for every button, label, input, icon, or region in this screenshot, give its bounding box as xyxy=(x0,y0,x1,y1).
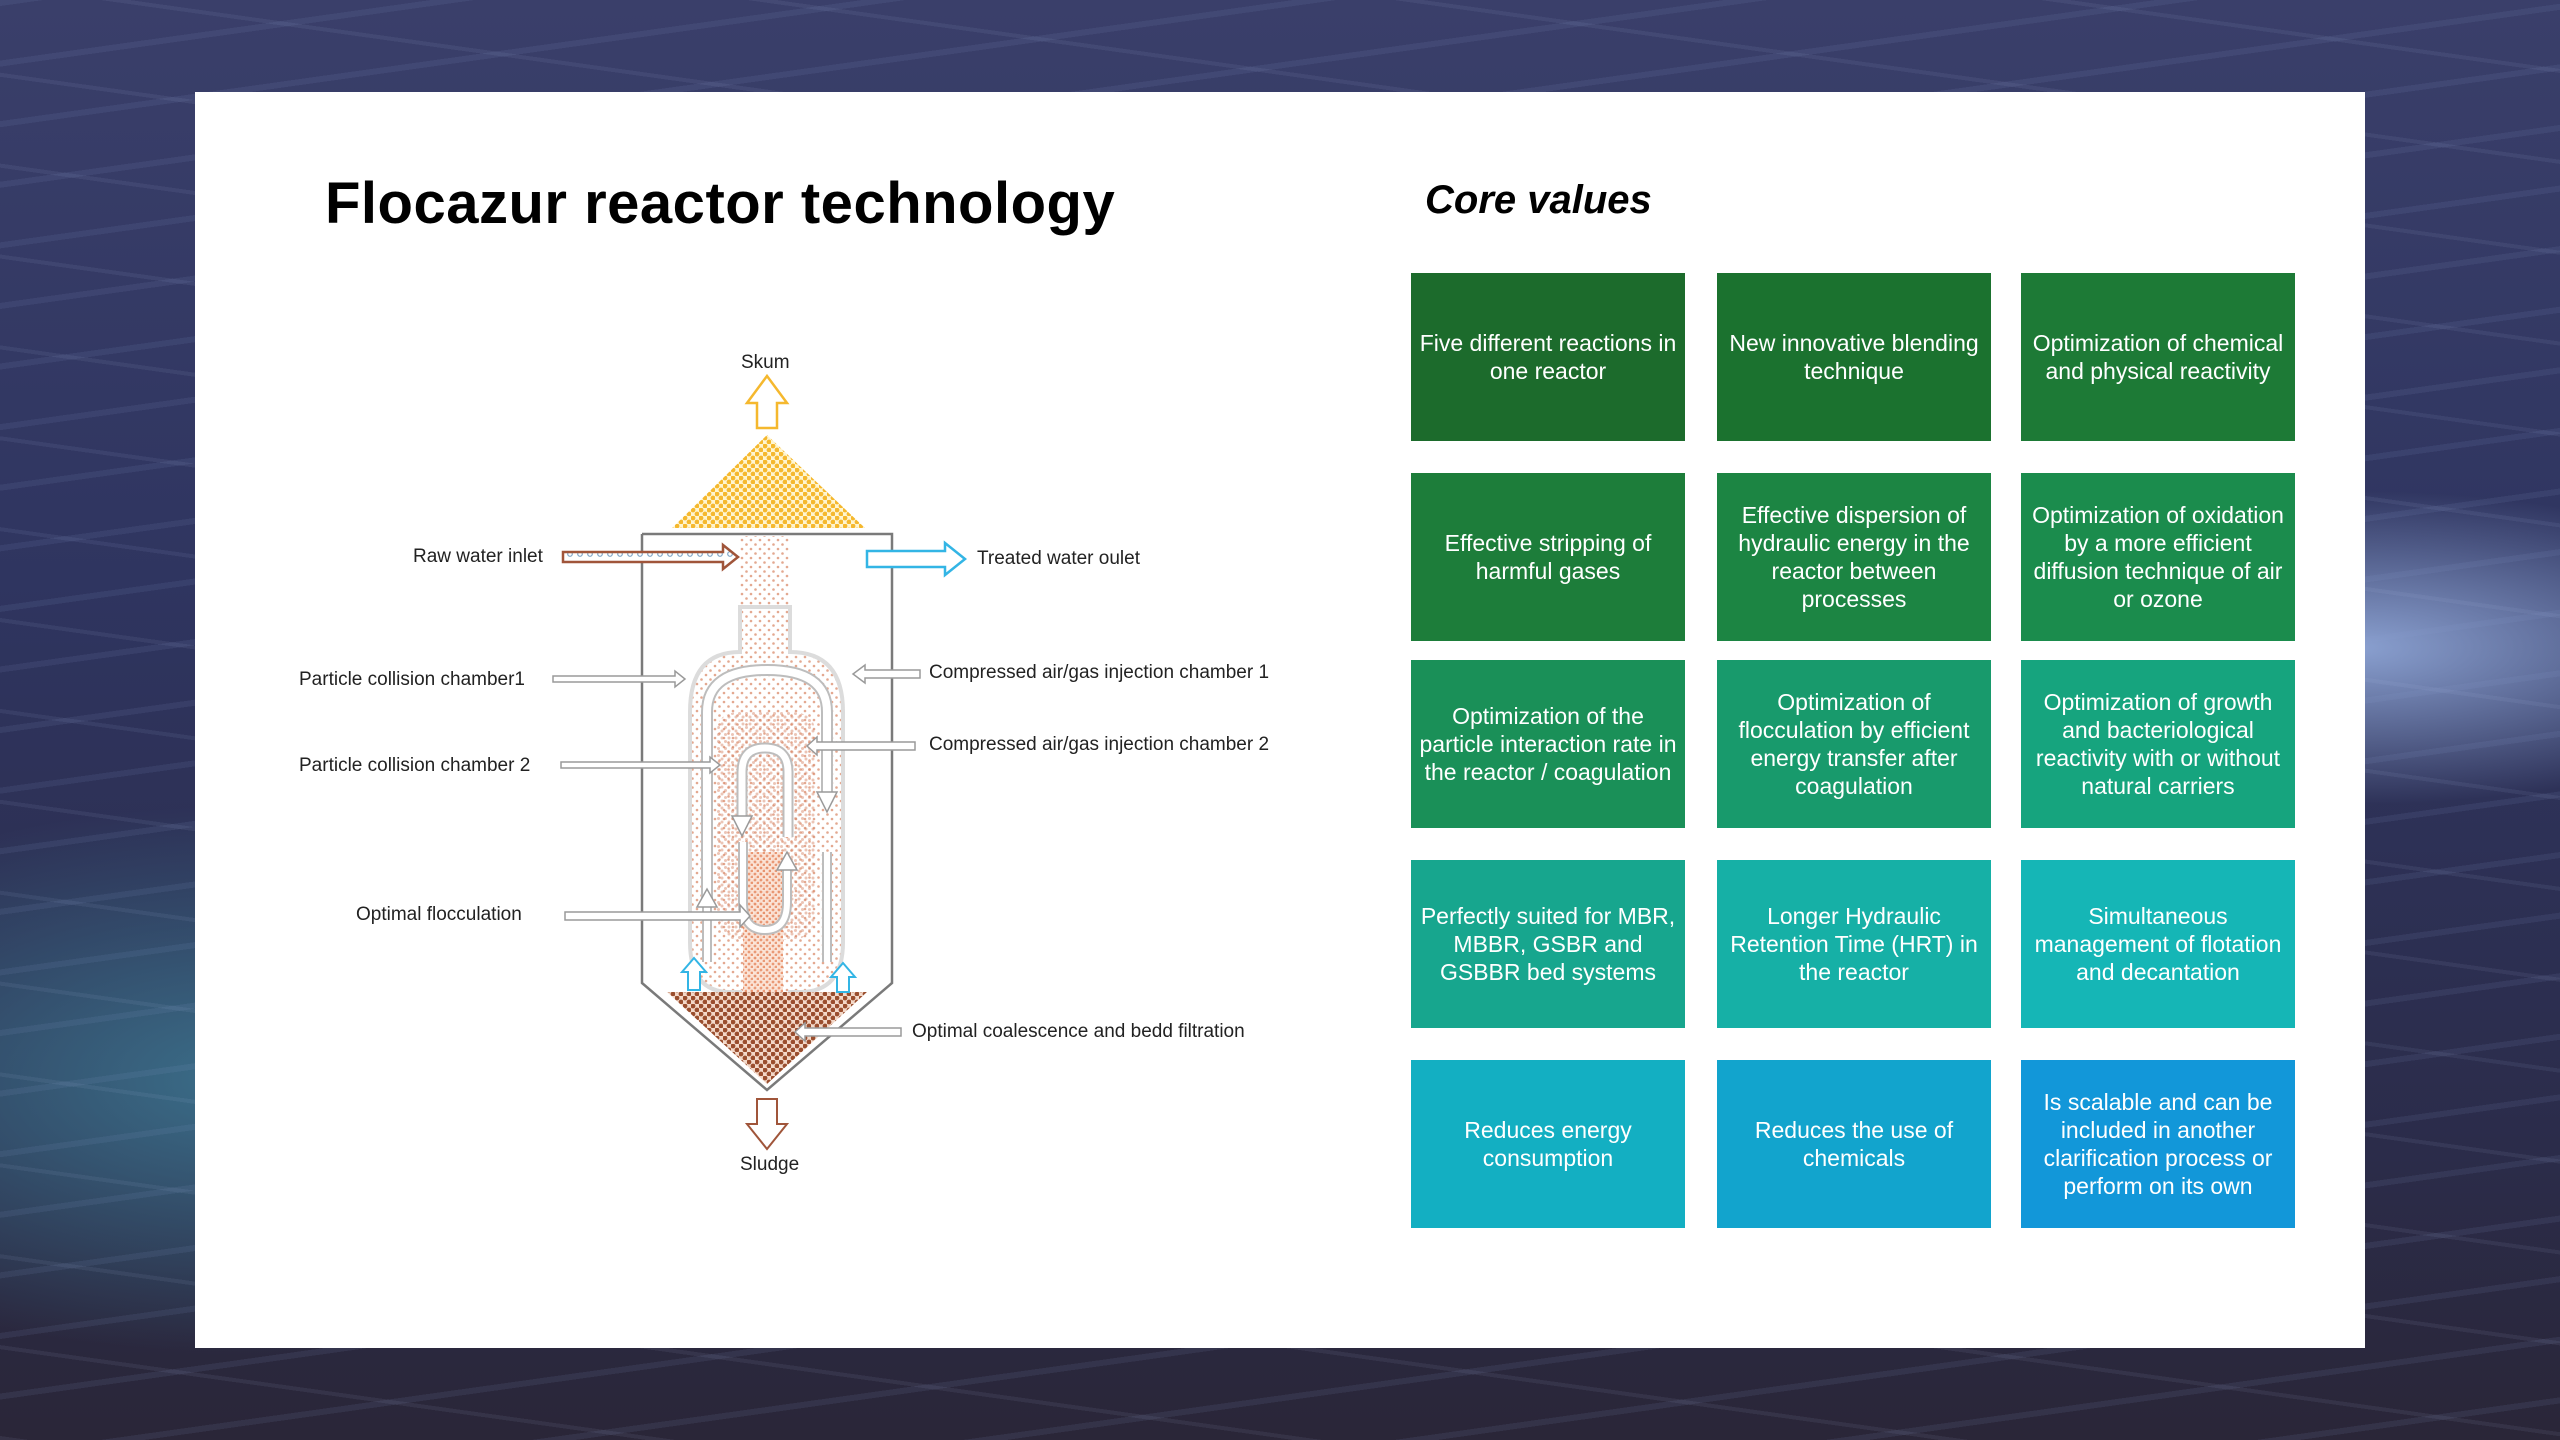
label-skum: Skum xyxy=(741,352,790,373)
compressed-air-1-pointer-icon xyxy=(851,663,921,685)
label-compressed-air-2: Compressed air/gas injection chamber 2 xyxy=(929,734,1270,755)
core-value-tile: New innovative blending technique xyxy=(1717,273,1991,441)
core-value-text: Optimization of chemical and physical re… xyxy=(2032,330,2284,384)
core-value-tile: Simultaneous management of flotation and… xyxy=(2021,860,2295,1028)
slide-panel: Flocazur reactor technology Core values xyxy=(195,92,2365,1348)
core-value-text: Effective stripping of harmful gases xyxy=(1444,530,1652,584)
flow-arrow-up-icon xyxy=(775,850,799,871)
core-value-tile: Perfectly suited for MBR, MBBR, GSBR and… xyxy=(1411,860,1685,1028)
air-up-arrow-icon-right xyxy=(828,961,858,993)
core-value-tile: Optimization of chemical and physical re… xyxy=(2021,273,2295,441)
raw-water-inlet-arrow-icon xyxy=(561,542,741,572)
sludge-arrow-icon xyxy=(744,1098,790,1151)
core-value-text: Is scalable and can be included in anoth… xyxy=(2043,1089,2273,1199)
label-optimal-coalescence: Optimal coalescence and bedd filtration xyxy=(912,1021,1245,1042)
core-value-tile: Reduces energy consumption xyxy=(1411,1060,1685,1228)
label-compressed-air-1: Compressed air/gas injection chamber 1 xyxy=(929,662,1270,683)
reactor-diagram xyxy=(552,373,968,1151)
core-value-text: Optimization of growth and bacteriologic… xyxy=(2035,689,2281,799)
label-optimal-flocculation: Optimal flocculation xyxy=(356,904,522,925)
sludge-pile xyxy=(667,992,867,1084)
optimal-flocculation-pointer-icon xyxy=(564,903,752,929)
core-value-tile: Optimization of flocculation by efficien… xyxy=(1717,660,1991,828)
core-value-tile: Optimization of oxidation by a more effi… xyxy=(2021,473,2295,641)
core-value-tile: Longer Hydraulic Retention Time (HRT) in… xyxy=(1717,860,1991,1028)
compressed-air-2-pointer-icon xyxy=(805,735,916,757)
particle-collision-1-pointer-icon xyxy=(552,669,687,689)
particle-collision-2-pointer-icon xyxy=(560,755,722,775)
label-particle-collision-1: Particle collision chamber1 xyxy=(299,669,525,690)
flow-arrow-down-icon-2 xyxy=(730,815,754,838)
core-value-tile: Optimization of the particle interaction… xyxy=(1411,660,1685,828)
core-value-tile: Is scalable and can be included in anoth… xyxy=(2021,1060,2295,1228)
air-up-arrow-icon-left xyxy=(679,956,709,991)
top-feed-column xyxy=(740,536,790,606)
core-value-text: Reduces the use of chemicals xyxy=(1754,1117,1954,1171)
core-value-tile: Optimization of growth and bacteriologic… xyxy=(2021,660,2295,828)
core-value-tile: Effective dispersion of hydraulic energy… xyxy=(1717,473,1991,641)
core-value-text: Effective dispersion of hydraulic energy… xyxy=(1738,502,1970,612)
label-sludge: Sludge xyxy=(740,1154,800,1175)
core-value-tile: Five different reactions in one reactor xyxy=(1411,273,1685,441)
label-particle-collision-2: Particle collision chamber 2 xyxy=(299,755,531,776)
core-value-text: Reduces energy consumption xyxy=(1464,1117,1632,1171)
optimal-coalescence-pointer-icon xyxy=(793,1021,902,1043)
treated-water-outlet-arrow-icon xyxy=(865,540,968,578)
core-value-text: Optimization of oxidation by a more effi… xyxy=(2032,502,2284,612)
core-value-text: Perfectly suited for MBR, MBBR, GSBR and… xyxy=(1420,903,1676,985)
label-treated-water-outlet: Treated water oulet xyxy=(977,548,1140,569)
label-raw-water-inlet: Raw water inlet xyxy=(413,546,543,567)
slide-title: Flocazur reactor technology xyxy=(325,171,1116,236)
skum-arrow-icon xyxy=(744,373,790,430)
flow-arrow-up-icon-2 xyxy=(695,887,719,908)
core-value-text: Five different reactions in one reactor xyxy=(1419,330,1677,384)
skum-pile xyxy=(672,435,865,528)
core-value-text: Longer Hydraulic Retention Time (HRT) in… xyxy=(1730,903,1978,985)
core-value-tile: Reduces the use of chemicals xyxy=(1717,1060,1991,1228)
core-value-text: Simultaneous management of flotation and… xyxy=(2034,903,2282,985)
core-value-tile: Effective stripping of harmful gases xyxy=(1411,473,1685,641)
core-value-text: Optimization of flocculation by efficien… xyxy=(1738,689,1970,799)
core-value-text: Optimization of the particle interaction… xyxy=(1419,703,1677,785)
flow-arrow-down-icon xyxy=(815,791,839,814)
core-value-text: New innovative blending technique xyxy=(1729,330,1979,384)
core-values-heading: Core values xyxy=(1425,178,1652,222)
